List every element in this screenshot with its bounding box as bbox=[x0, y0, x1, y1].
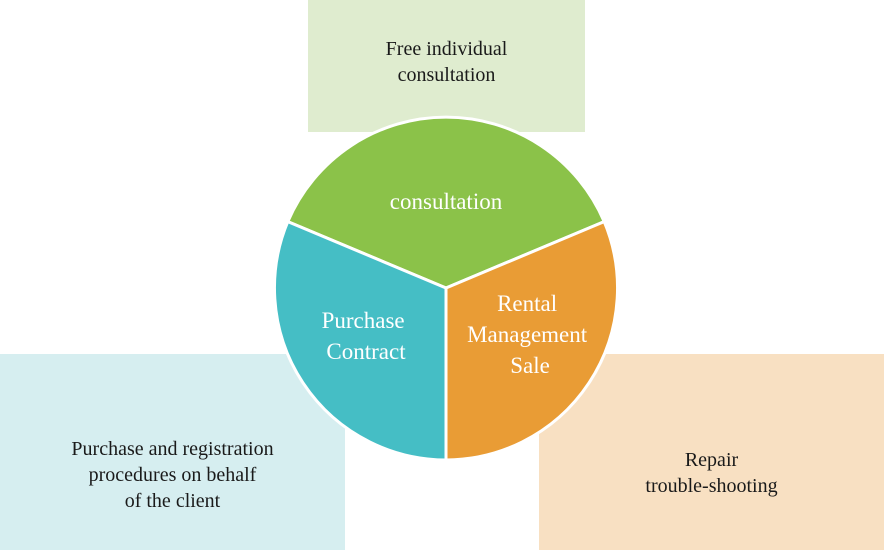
segment-label-rental-management-sale: Rental Management Sale bbox=[467, 291, 593, 378]
segment-label-consultation: consultation bbox=[390, 189, 503, 214]
segment-label-line: Management bbox=[467, 322, 588, 347]
pie-segment-rental-management-sale bbox=[444, 220, 620, 462]
outer-box-repair: Repair trouble-shooting bbox=[539, 354, 884, 550]
outer-box-consultation-text: Free individual consultation bbox=[385, 38, 508, 86]
segment-label-line: Contract bbox=[326, 339, 406, 364]
outer-box-purchase-text: Purchase and registration procedures on … bbox=[71, 438, 274, 512]
pie-segment-purchase-contract bbox=[272, 220, 448, 462]
segment-label-line: Rental bbox=[497, 291, 557, 316]
outer-box-consultation: Free individual consultation bbox=[308, 0, 585, 132]
outer-box-purchase: Purchase and registration procedures on … bbox=[0, 354, 345, 550]
segment-label-line: Sale bbox=[510, 353, 550, 378]
segment-label-purchase-contract: Purchase Contract bbox=[322, 308, 411, 364]
outer-box-repair-text: Repair trouble-shooting bbox=[645, 449, 778, 497]
pie-segment-consultation bbox=[286, 115, 606, 290]
segment-label-line: Purchase bbox=[322, 308, 405, 333]
segment-label-line: consultation bbox=[390, 189, 503, 214]
